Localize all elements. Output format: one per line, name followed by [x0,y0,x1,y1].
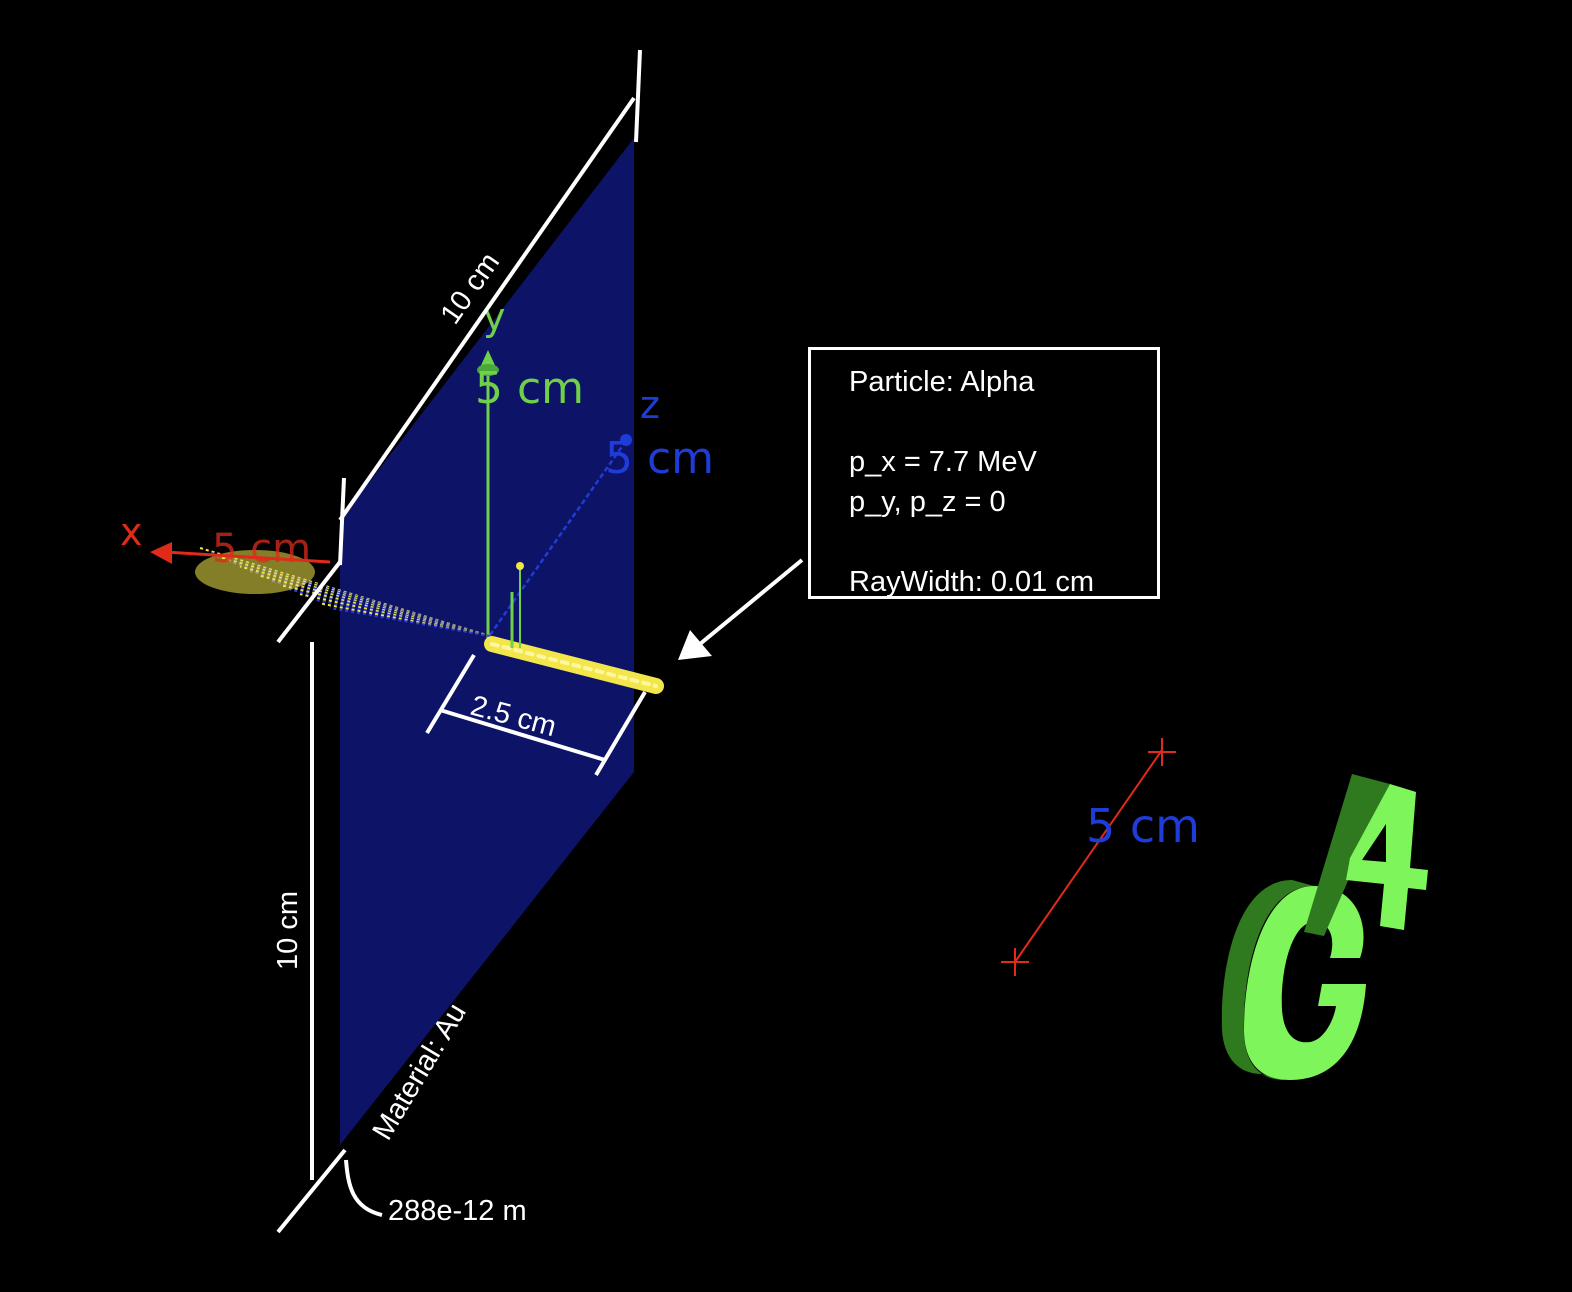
momentum-yz-label: p_y, p_z = 0 [849,486,1006,518]
particle-track [289,588,491,637]
z-axis-scale-label: 5 cm [605,433,714,484]
y-axis-scale-label: 5 cm [475,363,584,414]
y-axis [477,350,499,640]
particle-track [319,602,491,637]
g4-logo-icon [1221,774,1428,1080]
x-axis [150,542,331,564]
simulation-info-box: Particle: Alpha p_x = 7.7 MeV p_y, p_z =… [808,347,1160,599]
left-edge-dimension-label: 10 cm [272,891,304,970]
ray-width-label: RayWidth: 0.01 cm [849,566,1094,598]
dimension-lines [276,49,647,1234]
spacer [849,402,1157,442]
thickness-label: 288e-12 m [388,1195,527,1227]
spacer [849,522,1157,562]
momentum-x-label: p_x = 7.7 MeV [849,446,1037,478]
z-axis-label: z [640,383,660,427]
x-axis-label: x [120,510,143,554]
scale-bar [1001,738,1176,976]
particle-label: Particle: Alpha [849,366,1035,398]
x-axis-scale-label: 5 cm [212,526,311,572]
scale-bar-label: 5 cm [1086,799,1200,853]
alpha-beam [484,562,664,694]
callout-arrow [678,558,804,660]
scattered-track-cluster [195,550,315,594]
